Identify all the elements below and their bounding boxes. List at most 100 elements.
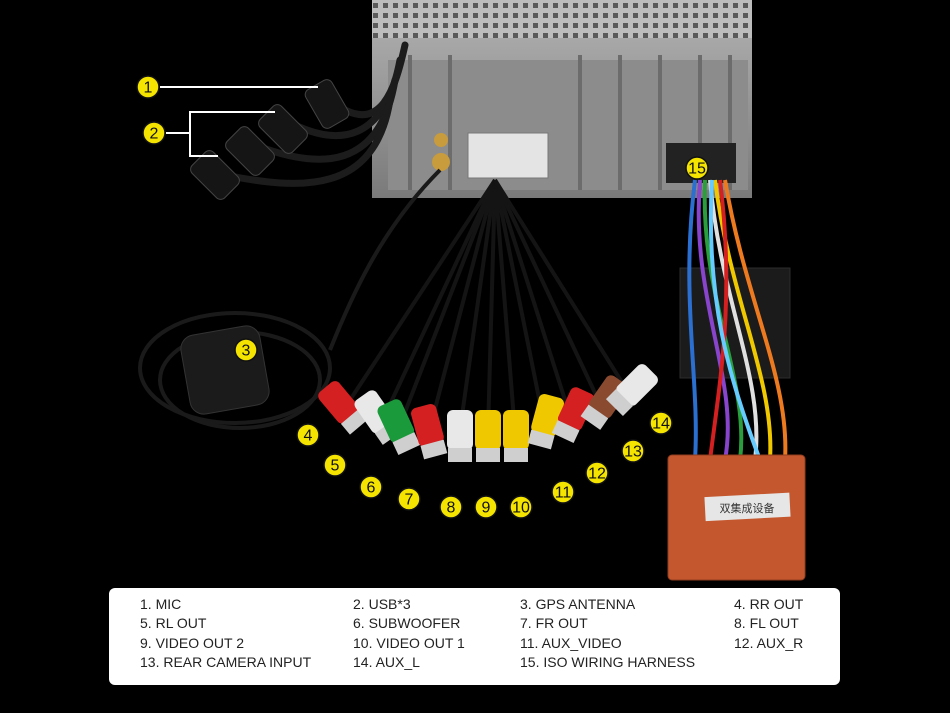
legend-item: 6. SUBWOOFER (353, 615, 460, 631)
callout-9: 9 (474, 495, 498, 519)
rca-plug-video2 (475, 410, 501, 462)
callout-number: 14 (652, 416, 670, 433)
legend-label: RL OUT (155, 615, 207, 631)
head-unit (372, 0, 752, 198)
callout-circle (585, 461, 609, 485)
callout-15: 15 (685, 156, 709, 180)
rca-plug-fr (411, 404, 448, 460)
callout-4: 4 (296, 423, 320, 447)
legend-item: 3. GPS ANTENNA (520, 596, 635, 612)
rca-wires (348, 178, 632, 433)
legend-label: FL OUT (749, 615, 799, 631)
callout-14: 14 (649, 411, 673, 435)
callout-circle (323, 453, 347, 477)
callout-8: 8 (439, 495, 463, 519)
legend-label: AUX_VIDEO (541, 635, 622, 651)
callout-circle (509, 495, 533, 519)
legend-label: VIDEO OUT 2 (155, 635, 245, 651)
legend-item: 7. FR OUT (520, 615, 588, 631)
legend-label: SUBWOOFER (368, 615, 461, 631)
callout-circle (234, 338, 258, 362)
callout-3: 3 (234, 338, 258, 362)
callout-number: 13 (624, 444, 642, 461)
callout-2: 2 (142, 121, 166, 145)
legend-label: RR OUT (749, 596, 804, 612)
callout-number: 4 (304, 428, 313, 445)
legend-label: FR OUT (535, 615, 588, 631)
callout-circle (685, 156, 709, 180)
legend-item: 10. VIDEO OUT 1 (353, 635, 465, 651)
callout-number: 1 (144, 80, 153, 97)
callout-5: 5 (323, 453, 347, 477)
callout-circle (296, 423, 320, 447)
callout-number: 9 (482, 500, 491, 517)
callout-leaders (160, 86, 318, 157)
legend-number: 12. (734, 635, 754, 651)
callout-1: 1 (136, 75, 160, 99)
legend-label: MIC (155, 596, 182, 612)
rca-plug-sub (377, 399, 421, 456)
callout-circle (439, 495, 463, 519)
callout-circle (551, 480, 575, 504)
callout-number: 2 (150, 126, 159, 143)
rca-plug-fl (447, 410, 473, 462)
callout-6: 6 (359, 475, 383, 499)
rca-plug-video1 (503, 410, 529, 462)
legend-label: AUX_R (756, 635, 804, 651)
legend-item: 8. FL OUT (734, 615, 799, 631)
callout-circle (136, 75, 160, 99)
callout-7: 7 (397, 487, 421, 511)
legend-number: 11. (520, 635, 539, 651)
iso-box-label: 双集成设备 (720, 501, 775, 515)
callout-circle (474, 495, 498, 519)
callout-circle (649, 411, 673, 435)
legend-label: AUX_L (375, 654, 420, 670)
legend-number: 14. (353, 654, 373, 670)
legend-number: 1. (140, 596, 152, 612)
callout-number: 5 (331, 458, 340, 475)
legend-number: 9. (140, 635, 152, 651)
legend-item: 15. ISO WIRING HARNESS (520, 654, 695, 670)
legend-number: 7. (520, 615, 532, 631)
legend-number: 8. (734, 615, 746, 631)
legend-number: 3. (520, 596, 532, 612)
callout-number: 7 (405, 492, 414, 509)
legend-label: ISO WIRING HARNESS (543, 654, 696, 670)
legend-item: 9. VIDEO OUT 2 (140, 635, 244, 651)
legend-label: REAR CAMERA INPUT (163, 654, 312, 670)
callout-number: 3 (242, 343, 251, 360)
legend-number: 13. (140, 654, 160, 670)
legend-number: 10. (353, 635, 373, 651)
callout-number: 6 (367, 480, 376, 497)
legend-number: 5. (140, 615, 152, 631)
callout-circle (359, 475, 383, 499)
usb-plugs (190, 79, 350, 200)
callout-number: 11 (555, 485, 572, 502)
callout-circle (621, 439, 645, 463)
legend-number: 4. (734, 596, 746, 612)
callout-number: 8 (447, 500, 456, 517)
legend-label: VIDEO OUT 1 (376, 635, 465, 651)
callout-12: 12 (585, 461, 609, 485)
legend-item: 12. AUX_R (734, 635, 803, 651)
callout-circle (397, 487, 421, 511)
callout-13: 13 (621, 439, 645, 463)
legend-number: 6. (353, 615, 365, 631)
callout-number: 10 (512, 500, 530, 517)
legend-item: 11. AUX_VIDEO (520, 635, 622, 651)
callout-number: 12 (588, 466, 606, 483)
legend-item: 4. RR OUT (734, 596, 803, 612)
legend-number: 15. (520, 654, 540, 670)
legend-item: 2. USB*3 (353, 596, 411, 612)
legend-item: 14. AUX_L (353, 654, 420, 670)
iso-harness: 双集成设备 (667, 179, 806, 581)
callout-10: 10 (509, 495, 533, 519)
legend-label: USB*3 (368, 596, 411, 612)
callout-11: 11 (551, 480, 575, 504)
callout-circle (142, 121, 166, 145)
legend-item: 13. REAR CAMERA INPUT (140, 654, 311, 670)
rca-plug-aux-r (551, 387, 595, 444)
